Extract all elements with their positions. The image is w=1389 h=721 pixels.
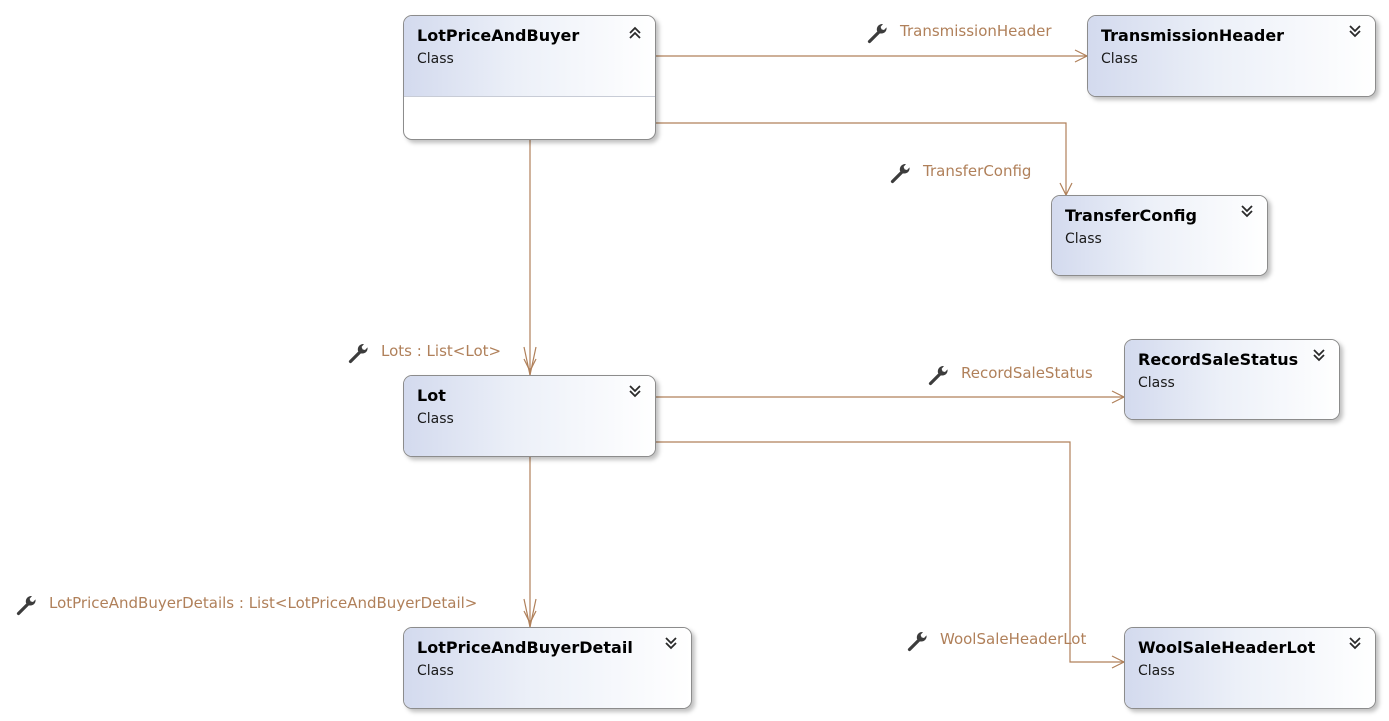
class-stereotype: Class [1138,375,1175,391]
wrench-icon [907,631,927,652]
association-label-lot-price-and-buyer-details[interactable]: LotPriceAndBuyerDetails : List<LotPriceA… [15,592,495,616]
expand-chevron-down-icon[interactable] [663,637,679,651]
expand-chevron-down-icon[interactable] [627,385,643,399]
connector-transfer-config [656,122,1067,195]
class-name: TransmissionHeader [1101,26,1285,45]
class-record-sale-status[interactable]: RecordSaleStatus Class [1124,339,1340,420]
expand-chevron-down-icon[interactable] [1347,637,1363,651]
class-stereotype: Class [1101,51,1138,67]
association-label-wool-sale-header-lot[interactable]: WoolSaleHeaderLot [906,628,1106,652]
class-lot-price-and-buyer-detail[interactable]: LotPriceAndBuyerDetail Class [403,627,692,709]
class-stereotype: Class [417,411,454,427]
association-label-text: TransferConfig [923,162,1032,180]
connector-wool-sale-header-lot [656,441,1124,663]
class-transfer-config[interactable]: TransferConfig Class [1051,195,1268,276]
class-header [1125,628,1375,708]
association-label-lots[interactable]: Lots : List<Lot> [347,340,527,364]
wrench-icon [928,365,948,386]
class-name: TransferConfig [1065,206,1197,225]
class-stereotype: Class [417,663,454,679]
compartment-divider [404,96,655,97]
wrench-icon [867,23,887,44]
class-name: LotPriceAndBuyer [417,26,580,45]
class-stereotype: Class [1138,663,1175,679]
class-header [404,16,655,96]
association-label-text: WoolSaleHeaderLot [940,630,1087,648]
expand-chevron-down-icon[interactable] [1239,205,1255,219]
class-header [404,376,655,456]
class-name: WoolSaleHeaderLot [1138,638,1316,657]
class-header [1125,340,1339,419]
class-wool-sale-header-lot[interactable]: WoolSaleHeaderLot Class [1124,627,1376,709]
class-header [404,628,691,708]
class-header [1088,16,1375,96]
class-lot[interactable]: Lot Class [403,375,656,457]
class-name: LotPriceAndBuyerDetail [417,638,633,657]
class-name: Lot [417,386,446,405]
wrench-icon [348,343,368,364]
wrench-icon [16,595,36,616]
wrench-icon [890,163,910,184]
association-label-transmission-header[interactable]: TransmissionHeader [866,20,1076,44]
expand-chevron-down-icon[interactable] [1311,349,1327,363]
class-header [1052,196,1267,275]
association-label-text: RecordSaleStatus [961,364,1093,382]
arrowhead-lots-inner [523,358,537,373]
class-name: RecordSaleStatus [1138,350,1299,369]
class-transmission-header[interactable]: TransmissionHeader Class [1087,15,1376,97]
class-lot-price-and-buyer[interactable]: LotPriceAndBuyer Class [403,15,656,140]
association-label-text: Lots : List<Lot> [381,342,502,360]
collapse-chevron-up-icon[interactable] [627,25,643,39]
association-label-record-sale-status[interactable]: RecordSaleStatus [927,362,1117,386]
association-label-text: LotPriceAndBuyerDetails : List<LotPriceA… [49,594,478,612]
arrowhead-details-inner [523,610,537,625]
expand-chevron-down-icon[interactable] [1347,25,1363,39]
association-label-text: TransmissionHeader [900,22,1052,40]
association-label-transfer-config[interactable]: TransferConfig [889,160,1069,184]
class-stereotype: Class [417,51,454,67]
class-stereotype: Class [1065,231,1102,247]
